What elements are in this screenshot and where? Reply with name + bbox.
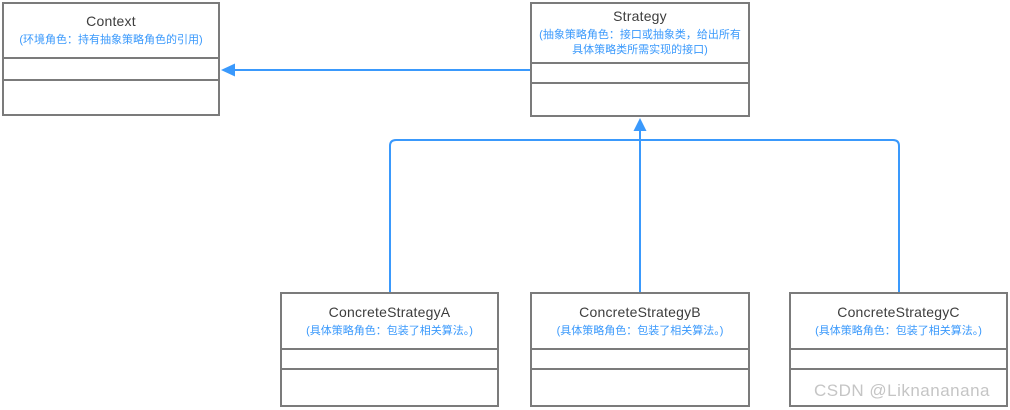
concrete-a-class-name: ConcreteStrategyA bbox=[328, 303, 451, 320]
context-fields-compartment bbox=[4, 57, 218, 79]
concrete-a-class-note: (具体策略角色：包装了相关算法。) bbox=[306, 324, 473, 337]
generalization-arrowhead bbox=[633, 118, 647, 131]
context-class-name: Context bbox=[86, 13, 136, 29]
class-box-concrete-strategy-a: ConcreteStrategyA (具体策略角色：包装了相关算法。) bbox=[280, 292, 499, 407]
association-arrowhead bbox=[221, 63, 235, 77]
generalization-bracket-concrete-a-c bbox=[389, 139, 900, 292]
context-title-compartment: Context (环境角色：持有抽象策略角色的引用) bbox=[4, 4, 218, 57]
class-box-concrete-strategy-b: ConcreteStrategyB (具体策略角色：包装了相关算法。) bbox=[530, 292, 750, 407]
concrete-a-title-compartment: ConcreteStrategyA (具体策略角色：包装了相关算法。) bbox=[282, 294, 497, 348]
strategy-class-name: Strategy bbox=[613, 8, 667, 24]
concrete-c-class-note: (具体策略角色：包装了相关算法。) bbox=[815, 324, 982, 337]
strategy-fields-compartment bbox=[532, 62, 748, 82]
watermark: CSDN @Liknananana bbox=[813, 381, 990, 400]
class-box-concrete-strategy-c: ConcreteStrategyC (具体策略角色：包装了相关算法。) bbox=[789, 292, 1008, 407]
concrete-a-fields-compartment bbox=[282, 348, 497, 368]
concrete-b-methods-compartment bbox=[532, 368, 748, 405]
class-box-context: Context (环境角色：持有抽象策略角色的引用) bbox=[2, 2, 220, 116]
concrete-b-class-note: (具体策略角色：包装了相关算法。) bbox=[556, 324, 724, 337]
strategy-methods-compartment bbox=[532, 82, 748, 115]
concrete-b-fields-compartment bbox=[532, 348, 748, 368]
strategy-title-compartment: Strategy (抽象策略角色：接口或抽象类，给出所有具体策略类所需实现的接口… bbox=[532, 4, 748, 62]
concrete-c-methods-compartment bbox=[791, 368, 1006, 405]
class-box-strategy: Strategy (抽象策略角色：接口或抽象类，给出所有具体策略类所需实现的接口… bbox=[530, 2, 750, 117]
context-methods-compartment bbox=[4, 79, 218, 114]
concrete-c-class-name: ConcreteStrategyC bbox=[837, 303, 960, 320]
strategy-class-note: (抽象策略角色：接口或抽象类，给出所有具体策略类所需实现的接口) bbox=[539, 29, 741, 56]
context-class-note: (环境角色：持有抽象策略角色的引用) bbox=[19, 34, 203, 46]
concrete-c-title-compartment: ConcreteStrategyC (具体策略角色：包装了相关算法。) bbox=[791, 294, 1006, 348]
concrete-b-class-name: ConcreteStrategyB bbox=[579, 303, 701, 320]
concrete-c-fields-compartment bbox=[791, 348, 1006, 368]
concrete-b-title-compartment: ConcreteStrategyB (具体策略角色：包装了相关算法。) bbox=[532, 294, 748, 348]
concrete-a-methods-compartment bbox=[282, 368, 497, 405]
